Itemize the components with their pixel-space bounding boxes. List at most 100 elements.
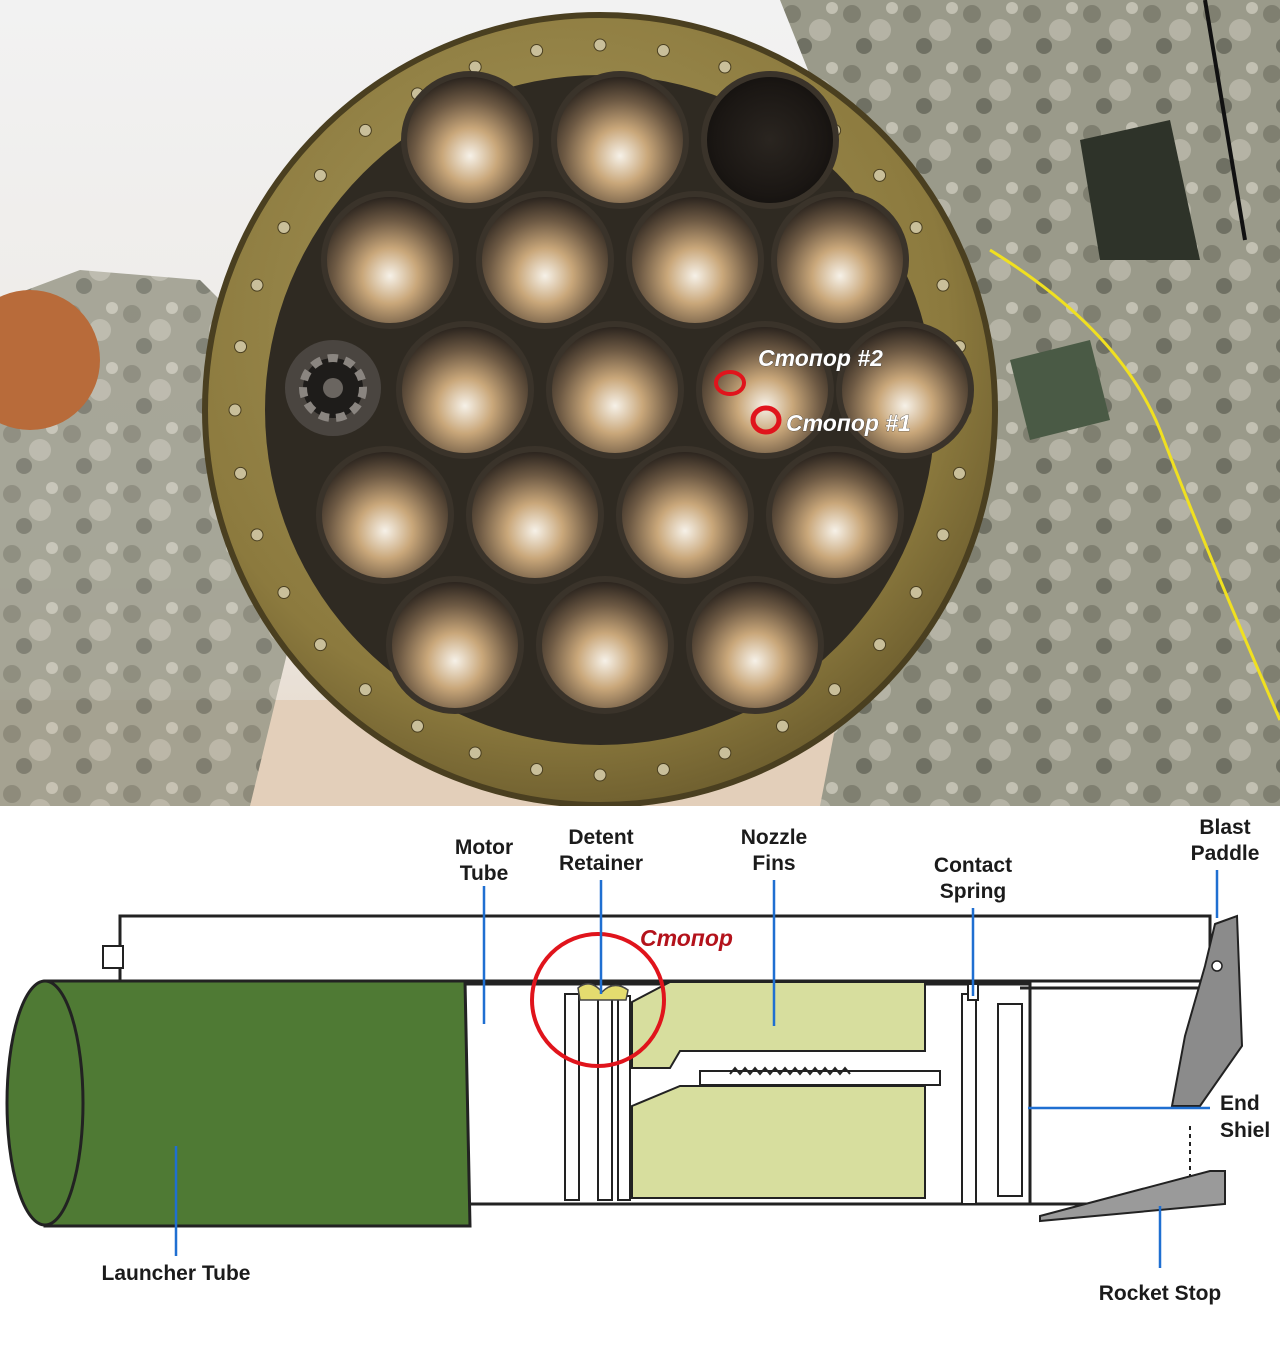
svg-text:Paddle: Paddle bbox=[1191, 842, 1260, 865]
label-nozzle-fins: Nozzle Fins bbox=[741, 826, 808, 875]
ring-a bbox=[564, 993, 580, 1201]
rivet bbox=[228, 403, 242, 417]
rivet bbox=[250, 278, 264, 292]
stopor-1-marker bbox=[750, 405, 782, 435]
rivet bbox=[909, 221, 923, 234]
detent-retainer bbox=[577, 983, 629, 1001]
launcher-tube-opening bbox=[536, 576, 674, 714]
rivet bbox=[828, 683, 842, 697]
rivet bbox=[277, 586, 291, 599]
stopor-2-label: Стопор #2 bbox=[758, 345, 883, 371]
svg-text:Shiel: Shiel bbox=[1220, 1119, 1270, 1142]
rivet bbox=[530, 762, 544, 776]
rocket-nozzle bbox=[285, 340, 381, 436]
top-rail bbox=[118, 914, 1212, 983]
svg-text:Nozzle: Nozzle bbox=[741, 826, 808, 849]
ring-c bbox=[961, 993, 977, 1205]
nozzle-lower bbox=[631, 1085, 926, 1199]
launcher-tube-opening bbox=[701, 71, 839, 209]
label-contact-spring: Contact Spring bbox=[934, 854, 1012, 903]
launcher-tube-opening bbox=[551, 71, 689, 209]
nozzle-upper bbox=[631, 981, 926, 1069]
launcher-tube bbox=[43, 979, 472, 1228]
glove-right bbox=[1010, 340, 1110, 440]
label-launcher-tube: Launcher Tube bbox=[102, 1262, 251, 1285]
unit-patch bbox=[1080, 120, 1200, 260]
launcher-tube-opening bbox=[696, 321, 834, 459]
rivet bbox=[277, 221, 291, 234]
svg-text:Tube: Tube bbox=[460, 862, 509, 885]
stopor-diagram-label: Стопор bbox=[640, 925, 733, 951]
rivet bbox=[909, 586, 923, 599]
label-motor-tube: Motor Tube bbox=[455, 836, 513, 885]
stopor-circle bbox=[530, 932, 666, 1068]
launcher-tube-opening bbox=[686, 576, 824, 714]
launcher-tube-opening bbox=[616, 446, 754, 584]
rivet bbox=[936, 528, 950, 542]
stopor-1-label: Стопор #1 bbox=[786, 410, 911, 436]
launcher-tube-opening bbox=[476, 191, 614, 329]
antenna-cable bbox=[1203, 0, 1247, 241]
launcher-diagram-svg: Motor Tube Detent Retainer Nozzle Fins C… bbox=[5, 816, 1270, 1305]
svg-text:Blast: Blast bbox=[1199, 816, 1250, 839]
label-rocket-stop: Rocket Stop bbox=[1099, 1282, 1222, 1305]
rivet bbox=[593, 768, 607, 782]
launcher-tube-opening bbox=[316, 446, 454, 584]
rivet bbox=[656, 762, 670, 776]
helmet bbox=[0, 290, 100, 430]
svg-text:Contact: Contact bbox=[934, 854, 1012, 877]
label-end-shield: End Shiel bbox=[1220, 1092, 1270, 1142]
stopor-2-marker bbox=[714, 370, 746, 396]
rivet bbox=[656, 44, 670, 58]
leader-lines bbox=[174, 870, 1219, 1268]
launcher-tube-opening bbox=[546, 321, 684, 459]
launcher-photo: Стопор #2 Стопор #1 bbox=[0, 0, 1280, 806]
rivet bbox=[358, 123, 372, 137]
rivet bbox=[358, 683, 372, 697]
launcher-tube-opening bbox=[626, 191, 764, 329]
yellow-cable bbox=[989, 248, 1280, 721]
launcher-tubes bbox=[316, 71, 974, 714]
svg-text:Retainer: Retainer bbox=[559, 852, 643, 875]
rivet bbox=[952, 466, 966, 480]
ring-b bbox=[597, 993, 613, 1201]
svg-text:Motor: Motor bbox=[455, 836, 513, 859]
launcher-tube-opening bbox=[466, 446, 604, 584]
rivet bbox=[468, 746, 482, 760]
rail-endcap bbox=[102, 945, 124, 969]
rivet bbox=[530, 44, 544, 58]
rivet bbox=[718, 746, 732, 760]
blast-paddle bbox=[1170, 914, 1244, 1107]
rivet bbox=[411, 719, 424, 733]
rivet bbox=[873, 168, 887, 182]
launcher-tube-opening bbox=[386, 576, 524, 714]
launcher-tube-opening bbox=[321, 191, 459, 329]
label-detent-retainer: Detent Retainer bbox=[559, 826, 643, 875]
launcher-tube-opening bbox=[836, 321, 974, 459]
launcher-diagram: Motor Tube Detent Retainer Nozzle Fins C… bbox=[0, 806, 1280, 1344]
rivet bbox=[873, 638, 887, 652]
launcher-tube-opening bbox=[771, 191, 909, 329]
rocket-stop bbox=[1039, 1170, 1226, 1223]
launcher-tube-end bbox=[5, 979, 85, 1227]
svg-text:Spring: Spring bbox=[940, 880, 1007, 903]
launcher-tube-opening bbox=[401, 71, 539, 209]
rivet bbox=[776, 719, 789, 733]
spring bbox=[729, 1066, 851, 1076]
rivet bbox=[936, 278, 950, 292]
svg-text:End: End bbox=[1220, 1092, 1260, 1115]
rivet bbox=[718, 60, 732, 74]
svg-text:Detent: Detent bbox=[568, 826, 633, 849]
launcher-photo-svg: Стопор #2 Стопор #1 bbox=[0, 0, 1280, 806]
rivet bbox=[250, 528, 264, 542]
rivet bbox=[234, 466, 248, 480]
launcher-tube-opening bbox=[396, 321, 534, 459]
launcher-tube-opening bbox=[766, 446, 904, 584]
rivet bbox=[234, 340, 248, 354]
rivet bbox=[313, 638, 327, 652]
label-blast-paddle: Blast Paddle bbox=[1191, 816, 1260, 865]
rivet bbox=[593, 38, 607, 52]
svg-text:Fins: Fins bbox=[752, 852, 795, 875]
rivet bbox=[313, 168, 327, 182]
end-shield bbox=[997, 1003, 1023, 1197]
